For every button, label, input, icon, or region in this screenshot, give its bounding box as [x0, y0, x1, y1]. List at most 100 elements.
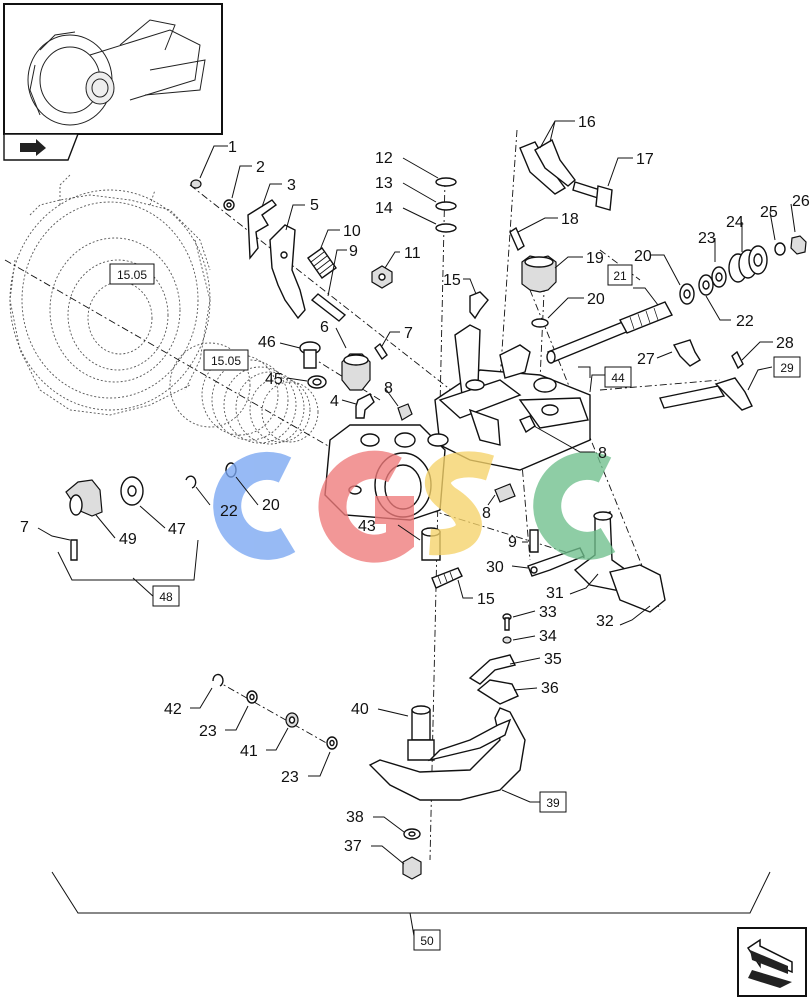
part-10-stud — [307, 247, 337, 279]
callout-43: 43 — [358, 518, 376, 535]
callout-22: 22 — [736, 313, 754, 330]
callout-34: 34 — [539, 628, 557, 645]
callout-27: 27 — [637, 351, 655, 368]
callout-10: 10 — [343, 223, 361, 240]
callout-31: 31 — [546, 585, 564, 602]
callout-45: 45 — [265, 371, 283, 388]
callout-7-b: 7 — [20, 519, 29, 536]
ref-box-15-05-b[interactable]: 15.05 — [203, 349, 249, 371]
part-7-pin — [374, 342, 388, 361]
part-14-ring — [435, 223, 457, 233]
callout-22-b: 22 — [220, 503, 238, 520]
part-15-fitting — [469, 291, 489, 320]
callout-41: 41 — [240, 743, 258, 760]
part-33-screw — [502, 613, 512, 631]
callout-5: 5 — [310, 197, 319, 214]
callout-9-b: 9 — [508, 534, 517, 551]
ref-box-44[interactable]: 44 — [604, 366, 632, 388]
part-37-nut — [402, 856, 422, 880]
callout-23: 23 — [698, 230, 716, 247]
parts — [65, 138, 807, 880]
part-23-washer — [711, 266, 727, 288]
part-45-washer — [307, 375, 327, 389]
svg-text:21: 21 — [613, 269, 627, 283]
part-26-nut — [790, 235, 807, 255]
part-20-washer — [531, 318, 549, 328]
callout-20: 20 — [587, 291, 605, 308]
callout-23-c: 23 — [281, 769, 299, 786]
ref-box-39[interactable]: 39 — [539, 791, 567, 813]
ref-box-50[interactable]: 50 — [413, 929, 441, 951]
part-2-washer — [223, 199, 235, 211]
part-15-hose — [431, 567, 463, 589]
part-25-washer — [774, 242, 786, 256]
callout-37: 37 — [344, 838, 362, 855]
part-16-bracket — [519, 138, 576, 195]
callout-3: 3 — [287, 177, 296, 194]
callout-47: 47 — [168, 521, 186, 538]
part-6-nut — [341, 353, 371, 391]
callout-38: 38 — [346, 809, 364, 826]
callout-20-b: 20 — [634, 248, 652, 265]
callout-11: 11 — [404, 245, 421, 262]
part-41-bushing — [285, 712, 299, 728]
callout-36: 36 — [541, 680, 559, 697]
callout-49: 49 — [119, 531, 137, 548]
part-12-circlip — [435, 177, 457, 187]
part-8-fitting-c — [494, 483, 516, 503]
callout-12: 12 — [375, 150, 393, 167]
svg-text:15.05: 15.05 — [117, 268, 147, 282]
part-22-clip — [185, 475, 197, 489]
callout-17: 17 — [636, 151, 654, 168]
part-7-pin-b — [70, 539, 78, 561]
part-9-pin — [310, 293, 347, 322]
callout-8-b: 8 — [598, 445, 607, 462]
part-49-gear — [65, 479, 103, 517]
part-13-ring — [435, 201, 457, 211]
callout-8-c: 8 — [482, 505, 491, 522]
callout-19: 19 — [586, 250, 604, 267]
callout-15: 15 — [443, 272, 461, 289]
part-18-pin — [509, 226, 525, 252]
part-32-plate — [609, 564, 666, 613]
next-page-button[interactable] — [737, 927, 807, 997]
callout-6: 6 — [320, 319, 329, 336]
part-20-washer-b — [679, 283, 695, 305]
part-46-bolt — [299, 341, 321, 369]
callout-26: 26 — [792, 193, 810, 210]
callout-42: 42 — [164, 701, 182, 718]
callout-32: 32 — [596, 613, 614, 630]
callout-8: 8 — [384, 380, 393, 397]
part-1-nut — [190, 179, 202, 189]
part-3-plate — [247, 199, 278, 260]
callout-1: 1 — [228, 139, 237, 156]
part-9-pin-b — [529, 529, 539, 553]
ref-box-21[interactable]: 21 — [607, 264, 633, 286]
ref-box-48[interactable]: 48 — [152, 585, 180, 607]
callout-46: 46 — [258, 334, 276, 351]
part-40-shaft — [407, 705, 435, 761]
callout-15-b: 15 — [477, 591, 495, 608]
callout-14: 14 — [375, 200, 393, 217]
ref-box-15-05-a[interactable]: 15.05 — [109, 263, 155, 285]
part-4-fitting — [355, 393, 375, 419]
part-27-clip — [672, 339, 701, 367]
leader-lines — [37, 120, 796, 937]
callout-16: 16 — [578, 114, 596, 131]
part-22-washer — [698, 274, 714, 296]
part-19-gear — [521, 255, 557, 293]
arrow-icon — [746, 938, 793, 988]
callout-20-c: 20 — [262, 497, 280, 514]
part-29-rod — [659, 377, 753, 411]
callout-4: 4 — [330, 393, 339, 410]
part-36-plate — [476, 679, 519, 705]
ref-box-29[interactable]: 29 — [773, 356, 801, 378]
part-21-shaft — [546, 301, 673, 364]
part-42-clip — [212, 673, 224, 687]
callout-33: 33 — [539, 604, 557, 621]
svg-text:15.05: 15.05 — [211, 354, 241, 368]
part-28-pin — [731, 350, 744, 370]
callout-9: 9 — [349, 243, 358, 260]
part-5-lever — [269, 224, 306, 320]
